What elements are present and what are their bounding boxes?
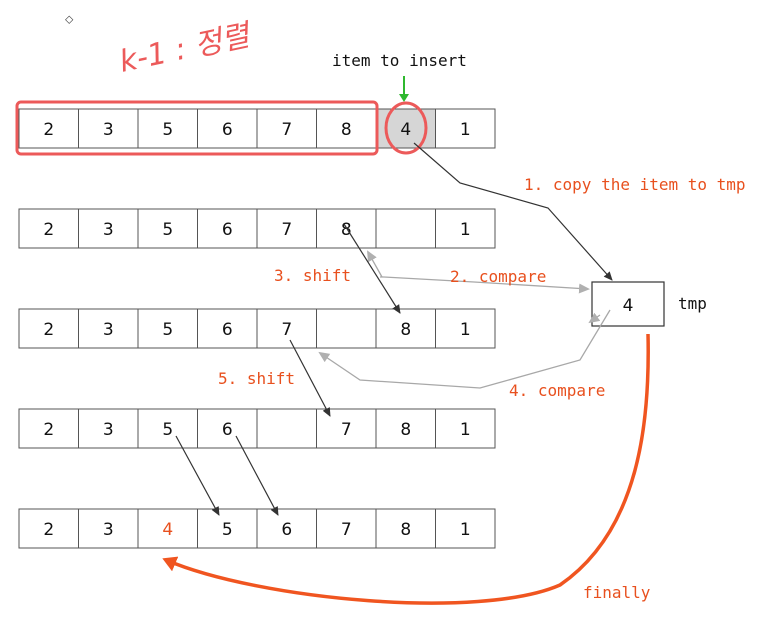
step2-label: 2. compare [450, 267, 546, 286]
item-circle [384, 101, 428, 155]
array-cell-value: 5 [222, 520, 233, 540]
array-row: 2 3 4 5 6 7 8 1 [18, 508, 496, 549]
array-cell-value: 4 [400, 120, 411, 140]
array-cell-value: 8 [400, 520, 411, 540]
array-cell-value: 1 [460, 520, 471, 540]
array-cell-value: 1 [460, 420, 471, 440]
array-cell [18, 408, 79, 449]
handwritten-note: k-1 : 정렬 [116, 18, 255, 80]
sorted-prefix-box [15, 100, 379, 156]
compare-arrow-2 [318, 309, 611, 389]
array-cell-value: 1 [460, 320, 471, 340]
array-cell [78, 508, 139, 549]
array-cell-value: 3 [103, 520, 114, 540]
array-cell-value: 1 [460, 120, 471, 140]
array-cell-value: 5 [162, 220, 173, 240]
array-cell-value: 5 [162, 320, 173, 340]
array-cell [197, 308, 258, 349]
tmp-label: tmp [678, 294, 707, 313]
shift-8-arrow [343, 223, 401, 314]
array-cell [197, 208, 258, 249]
copy-to-tmp-arrow [413, 142, 613, 281]
array-cell-value: 8 [341, 220, 352, 240]
array-cell-value: 6 [222, 220, 233, 240]
array-cell [18, 308, 79, 349]
array-cell [256, 408, 317, 449]
array-cell-value: 6 [222, 320, 233, 340]
array-cell-value: 3 [103, 320, 114, 340]
array-cell-value: 7 [281, 320, 292, 340]
array-cell-value: 2 [43, 520, 54, 540]
array-cell [375, 208, 436, 249]
array-cell [78, 308, 139, 349]
tmp-value: 4 [623, 296, 634, 316]
array-cell [316, 308, 377, 349]
array-cell [137, 408, 198, 449]
shift-5-arrow [175, 435, 220, 516]
step5-label: 5. shift [218, 369, 295, 388]
item-to-insert-label: item to insert [332, 51, 467, 70]
shift-6-arrow [235, 435, 279, 516]
array-cell-value: 8 [400, 420, 411, 440]
array-cell [197, 508, 258, 549]
array-cell-value: 7 [341, 420, 352, 440]
array-cell-value: 3 [103, 220, 114, 240]
array-cell [256, 308, 317, 349]
array-cell-value: 7 [281, 220, 292, 240]
array-cell-value: 8 [341, 120, 352, 140]
array-cell [435, 208, 496, 249]
array-row: 2 3 5 6 7 8 1 [18, 208, 496, 249]
diamond-icon: ⬦ [65, 12, 74, 26]
tmp-box [591, 281, 665, 327]
array-cell [435, 408, 496, 449]
array-cell-value: 8 [400, 320, 411, 340]
array-cell [256, 508, 317, 549]
array-cell [18, 208, 79, 249]
step1-label: 1. copy the item to tmp [524, 175, 746, 194]
array-cell-value: 6 [222, 420, 233, 440]
array-cell-value: 3 [103, 420, 114, 440]
array-cell-value: 2 [43, 120, 54, 140]
array-row: 2 3 5 6 7 8 1 [18, 308, 496, 349]
compare-arrow-1-back [367, 250, 383, 278]
array-cell-value: 1 [460, 220, 471, 240]
array-cell [137, 508, 198, 549]
array-row: 2 3 5 6 7 8 4 1 [18, 108, 496, 149]
array-cell-value: 3 [103, 120, 114, 140]
array-row: 2 3 5 6 7 8 1 [18, 408, 496, 449]
array-cell [435, 508, 496, 549]
array-cell-value: 2 [43, 420, 54, 440]
array-cell [375, 408, 436, 449]
compare-arrow-2-tip [588, 312, 601, 324]
shift-7-arrow [289, 339, 331, 417]
array-rows: 2 3 5 6 7 8 4 1 2 3 5 6 7 8 1 2 3 5 6 7 8 1 2 3 5 6 7 8 1 2 3 4 5 6 7 8 1 [18, 108, 496, 549]
array-cell [78, 108, 139, 149]
array-cell-value: 5 [162, 420, 173, 440]
array-cell [375, 508, 436, 549]
array-cell [316, 108, 377, 149]
array-cell [256, 208, 317, 249]
array-cell-value: 2 [43, 220, 54, 240]
array-cell [137, 308, 198, 349]
array-cell [78, 408, 139, 449]
array-cell [375, 308, 436, 349]
array-cell-value: 7 [281, 120, 292, 140]
step3-label: 3. shift [274, 266, 351, 285]
array-cell [197, 108, 258, 149]
array-cell-value: 7 [341, 520, 352, 540]
step4-label: 4. compare [509, 381, 605, 400]
array-cell [197, 408, 258, 449]
array-cell-value: 6 [281, 520, 292, 540]
finally-arrow [162, 333, 650, 605]
array-cell-value: 6 [222, 120, 233, 140]
array-cell-value: 4 [162, 520, 173, 540]
array-cell-value: 5 [162, 120, 173, 140]
array-cell-value: 2 [43, 320, 54, 340]
finally-label: finally [583, 583, 651, 602]
array-cell [18, 508, 79, 549]
array-cell [78, 208, 139, 249]
array-cell [435, 308, 496, 349]
array-cell [435, 108, 496, 149]
